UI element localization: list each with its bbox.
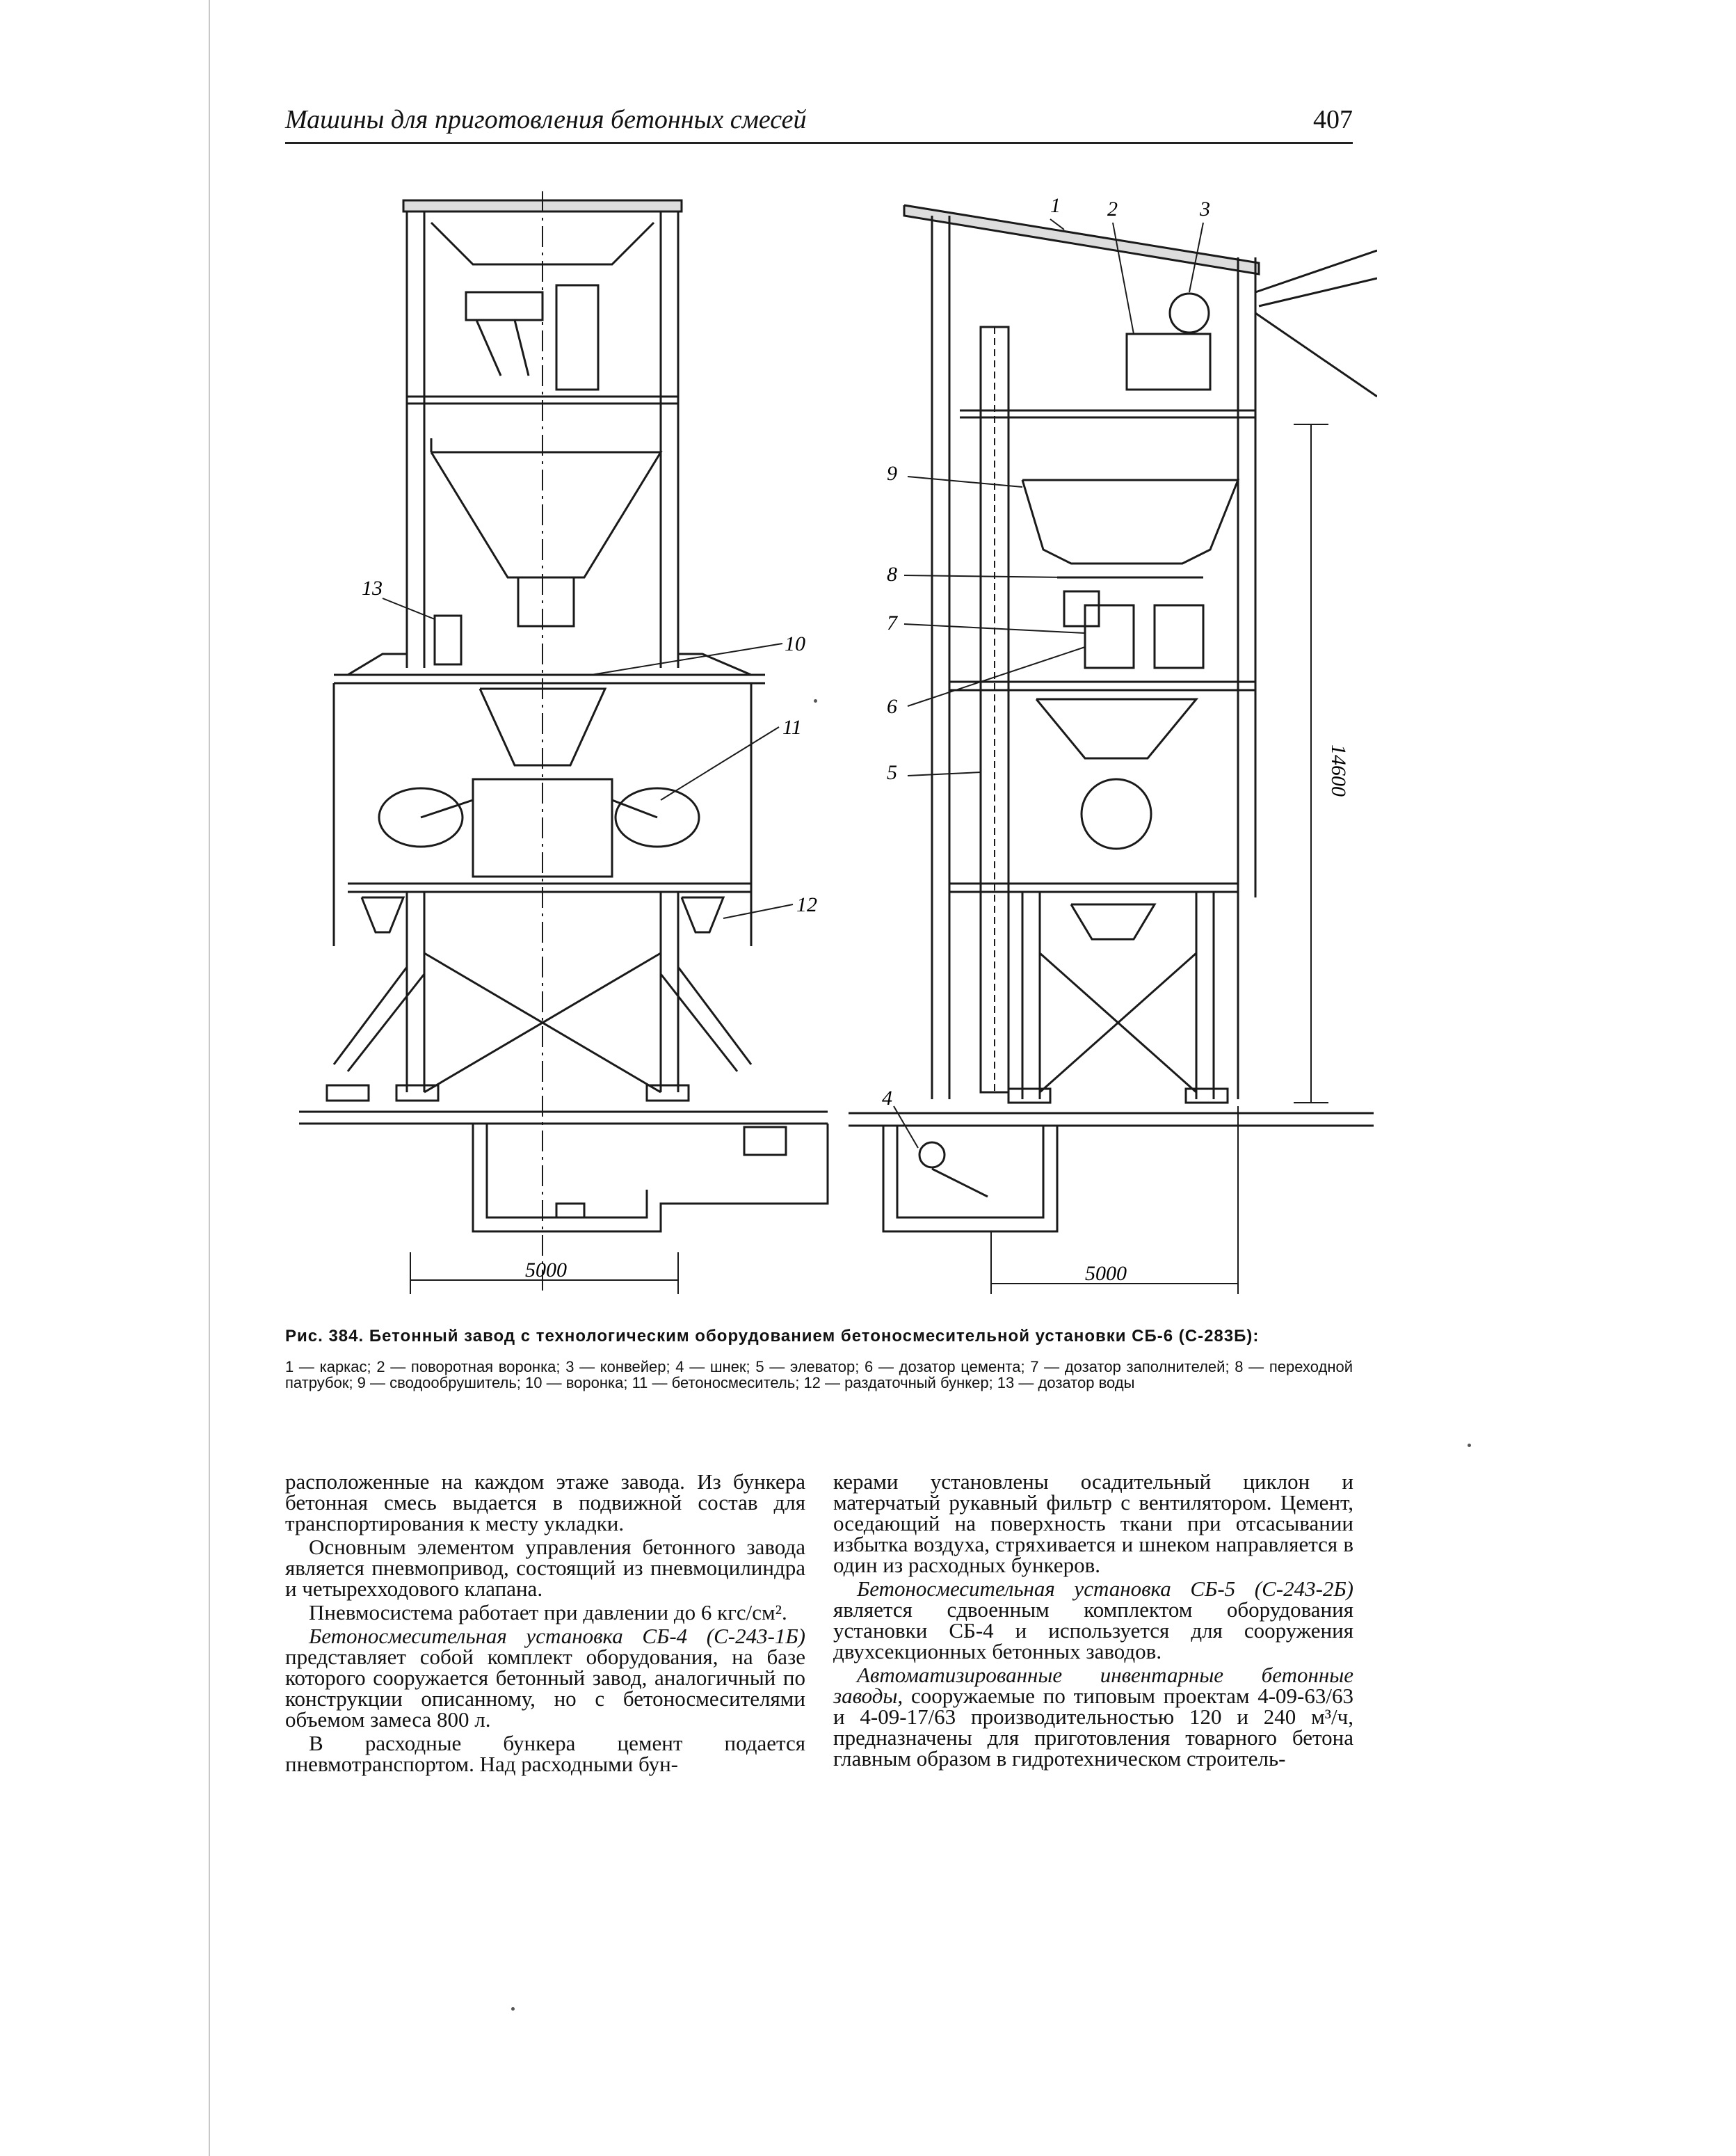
italic-term: Бетоносмесительная установка СБ-4 (С-243… bbox=[309, 1624, 805, 1648]
caption-legend: 1 — каркас; 2 — поворотная воронка; 3 — … bbox=[285, 1358, 1353, 1391]
dimension-height: 14600 bbox=[1327, 744, 1350, 797]
left-elevation-view bbox=[299, 191, 829, 1294]
caption-title: Рис. 384. Бетонный завод с технологическ… bbox=[285, 1327, 1260, 1345]
callout-13: 13 bbox=[362, 577, 383, 600]
paragraph-text: является сдвоенным комплектом оборудован… bbox=[833, 1597, 1353, 1663]
running-title: Машины для приготовления бетонных смесей bbox=[285, 105, 807, 134]
paragraph: Пневмосистема работает при давлении до 6… bbox=[309, 1600, 787, 1624]
italic-term: Бетоносмесительная установка СБ-5 (С-243… bbox=[857, 1576, 1353, 1601]
paragraph: Бетоносмесительная установка СБ-5 (С-243… bbox=[833, 1576, 1353, 1663]
paragraph: расположенные на каждом этаже завода. Из… bbox=[285, 1469, 805, 1535]
figure-384: 13 10 11 12 5000 1 2 3 9 8 7 6 5 4 5000 … bbox=[292, 188, 1378, 1315]
callout-1: 1 bbox=[1050, 194, 1061, 217]
figure-caption: Рис. 384. Бетонный завод с технологическ… bbox=[285, 1327, 1353, 1391]
paragraph-text: представляет собой комплект оборудования… bbox=[285, 1645, 805, 1732]
plant-drawing: 13 10 11 12 5000 1 2 3 9 8 7 6 5 4 5000 … bbox=[299, 191, 1378, 1294]
callout-11: 11 bbox=[782, 716, 802, 739]
right-elevation-view bbox=[849, 204, 1378, 1294]
scan-speck bbox=[511, 2007, 515, 2011]
callout-5: 5 bbox=[887, 761, 897, 784]
scan-speck bbox=[1468, 1444, 1471, 1447]
callout-9: 9 bbox=[887, 462, 897, 485]
paragraph-text: сооружаемые по типовым проектам 4-09-63/… bbox=[833, 1684, 1353, 1771]
callout-10: 10 bbox=[785, 632, 805, 655]
dimension-right-width: 5000 bbox=[1085, 1262, 1127, 1285]
paragraph: керами установлены осадительный циклон и… bbox=[833, 1469, 1353, 1577]
page-header: Машины для приготовления бетонных смесей… bbox=[285, 104, 1353, 146]
paragraph: Основным элементом управления бетонного … bbox=[285, 1535, 805, 1601]
callout-3: 3 bbox=[1199, 198, 1210, 221]
scan-edge-line bbox=[209, 0, 210, 2156]
callout-12: 12 bbox=[796, 893, 817, 916]
paragraph: Автоматизированные инвентарные бетонные … bbox=[833, 1663, 1353, 1771]
dimension-left-width: 5000 bbox=[525, 1259, 567, 1281]
callout-4: 4 bbox=[882, 1087, 892, 1110]
callout-6: 6 bbox=[887, 695, 897, 718]
callout-8: 8 bbox=[887, 563, 897, 586]
paragraph: В расходные бункера цемент подается пнев… bbox=[285, 1731, 805, 1776]
text-column-right: керами установлены осадительный циклон и… bbox=[833, 1471, 1353, 1772]
header-rule bbox=[285, 142, 1353, 144]
scan-speck bbox=[814, 699, 817, 703]
callout-2: 2 bbox=[1107, 198, 1118, 221]
page-number: 407 bbox=[1313, 105, 1353, 134]
italic-term: Автоматизированные инвентарные бетонные … bbox=[833, 1663, 1353, 1708]
callout-7: 7 bbox=[887, 612, 899, 634]
paragraph: Бетоносмесительная установка СБ-4 (С-243… bbox=[285, 1624, 805, 1732]
text-column-left: расположенные на каждом этаже завода. Из… bbox=[285, 1471, 805, 1778]
